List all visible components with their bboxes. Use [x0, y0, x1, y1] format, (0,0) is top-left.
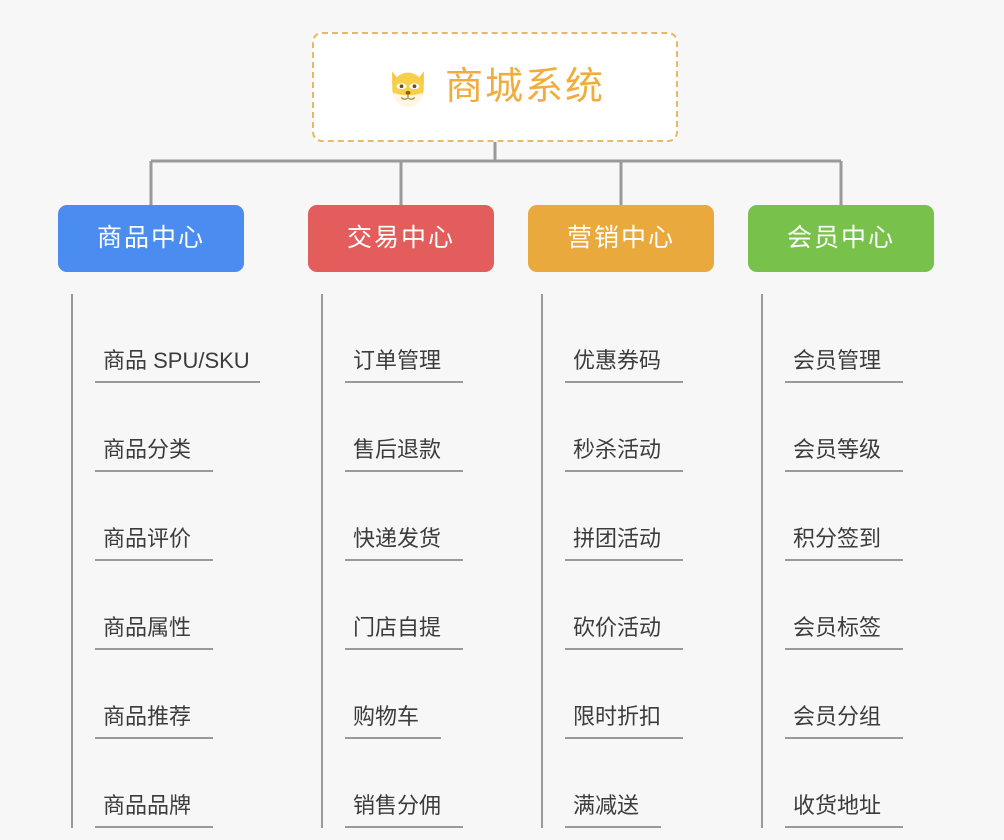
leaf-item[interactable]: 收货地址 — [763, 739, 968, 828]
leaf-item[interactable]: 商品 SPU/SKU — [73, 294, 278, 383]
leaf-label: 订单管理 — [345, 350, 464, 383]
leaf-label: 门店自提 — [345, 617, 464, 650]
category-header-product-center[interactable]: 商品中心 — [58, 205, 244, 272]
category-header-marketing-center[interactable]: 营销中心 — [528, 205, 714, 272]
leaf-label: 快递发货 — [345, 528, 464, 561]
category-label: 营销中心 — [566, 224, 675, 252]
leaf-item[interactable]: 秒杀活动 — [543, 383, 748, 472]
leaf-item[interactable]: 商品品牌 — [73, 739, 278, 828]
leaf-item[interactable]: 购物车 — [323, 650, 528, 739]
leaf-label: 商品品牌 — [95, 795, 214, 828]
leaf-item[interactable]: 积分签到 — [763, 472, 968, 561]
category-header-trade-center[interactable]: 交易中心 — [308, 205, 494, 272]
leaf-item[interactable]: 限时折扣 — [543, 650, 748, 739]
leaf-item[interactable]: 商品分类 — [73, 383, 278, 472]
category-label: 商品中心 — [96, 224, 205, 252]
leaf-item[interactable]: 门店自提 — [323, 561, 528, 650]
leaf-item[interactable]: 快递发货 — [323, 472, 528, 561]
category-label: 交易中心 — [346, 224, 455, 252]
column-trade-center: 交易中心 订单管理 售后退款 快递发货 门店自提 购物车 销售分佣 — [308, 205, 528, 828]
leaf-item[interactable]: 会员标签 — [763, 561, 968, 650]
column-marketing-center: 营销中心 优惠券码 秒杀活动 拼团活动 砍价活动 限时折扣 满减送 — [528, 205, 748, 828]
category-label: 会员中心 — [786, 224, 895, 252]
leaf-label: 拼团活动 — [565, 528, 684, 561]
leaf-item[interactable]: 会员等级 — [763, 383, 968, 472]
leaf-label: 会员等级 — [785, 439, 904, 472]
leaf-label: 积分签到 — [785, 528, 904, 561]
leaf-item[interactable]: 商品评价 — [73, 472, 278, 561]
leaf-item[interactable]: 优惠券码 — [543, 294, 748, 383]
leaf-label: 会员分组 — [785, 706, 904, 739]
leaf-item[interactable]: 商品属性 — [73, 561, 278, 650]
leaf-list-member-center: 会员管理 会员等级 积分签到 会员标签 会员分组 收货地址 — [761, 294, 968, 828]
leaf-label: 满减送 — [565, 795, 662, 828]
leaf-label: 砍价活动 — [565, 617, 684, 650]
leaf-list-marketing-center: 优惠券码 秒杀活动 拼团活动 砍价活动 限时折扣 满减送 — [541, 294, 748, 828]
leaf-label: 商品 SPU/SKU — [95, 350, 260, 383]
category-columns: 商品中心 商品 SPU/SKU 商品分类 商品评价 商品属性 商品推荐 商品品牌… — [0, 205, 1004, 840]
column-member-center: 会员中心 会员管理 会员等级 积分签到 会员标签 会员分组 收货地址 — [748, 205, 968, 828]
leaf-label: 收货地址 — [785, 795, 904, 828]
leaf-label: 限时折扣 — [565, 706, 684, 739]
leaf-label: 售后退款 — [345, 439, 464, 472]
leaf-item[interactable]: 商品推荐 — [73, 650, 278, 739]
leaf-label: 商品评价 — [95, 528, 214, 561]
leaf-item[interactable]: 拼团活动 — [543, 472, 748, 561]
leaf-label: 商品分类 — [95, 439, 214, 472]
shiba-dog-icon — [392, 71, 424, 108]
leaf-item[interactable]: 销售分佣 — [323, 739, 528, 828]
leaf-label: 优惠券码 — [565, 350, 684, 383]
leaf-label: 商品属性 — [95, 617, 214, 650]
root-node[interactable]: 商城系统 — [312, 32, 678, 142]
leaf-item[interactable]: 会员分组 — [763, 650, 968, 739]
leaf-label: 会员标签 — [785, 617, 904, 650]
column-product-center: 商品中心 商品 SPU/SKU 商品分类 商品评价 商品属性 商品推荐 商品品牌 — [58, 205, 278, 828]
leaf-label: 商品推荐 — [95, 706, 214, 739]
leaf-label: 秒杀活动 — [565, 439, 684, 472]
leaf-item[interactable]: 满减送 — [543, 739, 748, 828]
leaf-item[interactable]: 会员管理 — [763, 294, 968, 383]
leaf-label: 会员管理 — [785, 350, 904, 383]
category-header-member-center[interactable]: 会员中心 — [748, 205, 934, 272]
leaf-label: 销售分佣 — [345, 795, 464, 828]
leaf-item[interactable]: 订单管理 — [323, 294, 528, 383]
leaf-item[interactable]: 售后退款 — [323, 383, 528, 472]
root-title: 商城系统 — [444, 66, 605, 108]
leaf-list-product-center: 商品 SPU/SKU 商品分类 商品评价 商品属性 商品推荐 商品品牌 — [71, 294, 278, 828]
leaf-label: 购物车 — [345, 706, 442, 739]
leaf-item[interactable]: 砍价活动 — [543, 561, 748, 650]
leaf-list-trade-center: 订单管理 售后退款 快递发货 门店自提 购物车 销售分佣 — [321, 294, 528, 828]
